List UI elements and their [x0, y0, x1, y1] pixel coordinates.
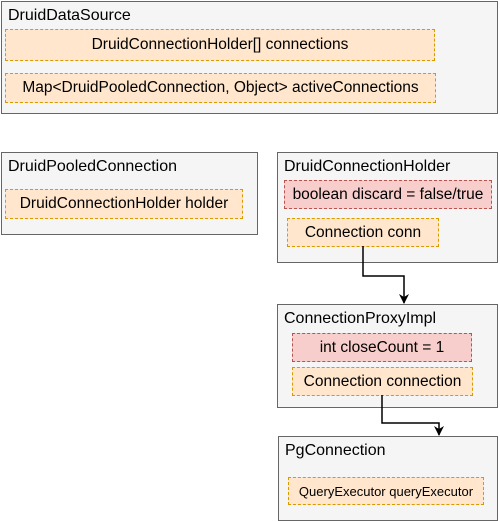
druid-pooled-connection-title: DruidPooledConnection — [8, 158, 177, 175]
holder-field: DruidConnectionHolder holder — [5, 189, 243, 219]
pg-connection-box: PgConnection QueryExecutor queryExecutor — [278, 436, 498, 521]
close-count-field: int closeCount = 1 — [292, 333, 472, 362]
conn-to-proxy-arrow — [362, 246, 409, 304]
pg-connection-title: PgConnection — [285, 442, 386, 459]
connection-field: Connection connection — [292, 367, 473, 396]
druid-connection-holder-box: DruidConnectionHolder boolean discard = … — [277, 152, 498, 263]
connections-field: DruidConnectionHolder[] connections — [5, 29, 435, 61]
druid-data-source-title: DruidDataSource — [8, 7, 131, 24]
connection-proxy-impl-box: ConnectionProxyImpl int closeCount = 1 C… — [277, 304, 498, 408]
active-connections-field: Map<DruidPooledConnection, Object> activ… — [5, 73, 436, 103]
druid-pooled-connection-box: DruidPooledConnection DruidConnectionHol… — [1, 152, 258, 235]
discard-field: boolean discard = false/true — [284, 180, 492, 209]
connection-to-pg-arrow — [381, 395, 444, 436]
query-executor-field: QueryExecutor queryExecutor — [288, 477, 484, 505]
druid-connection-holder-title: DruidConnectionHolder — [284, 158, 451, 175]
connection-proxy-impl-title: ConnectionProxyImpl — [284, 310, 437, 327]
druid-data-source-box: DruidDataSource DruidConnectionHolder[] … — [1, 1, 498, 114]
